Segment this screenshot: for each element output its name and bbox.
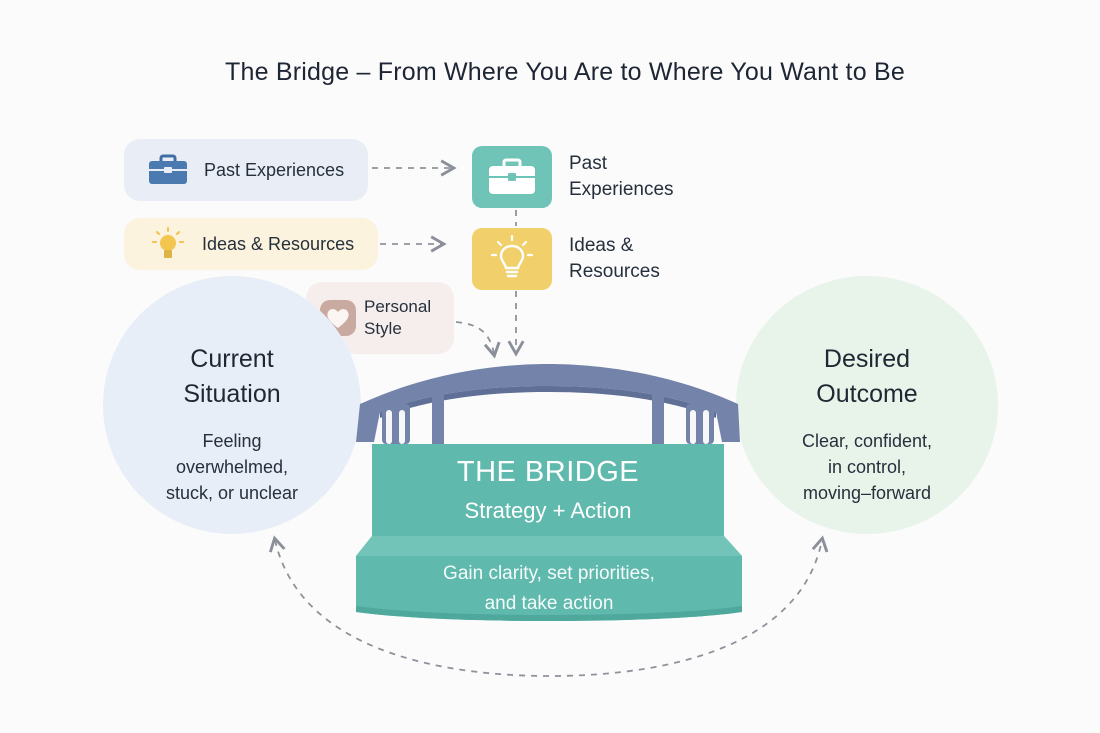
lightbulb-icon	[490, 234, 534, 278]
input-personal-style-label: Personal Style	[364, 297, 432, 338]
lightbulb-icon	[146, 227, 190, 260]
input-personal-style: Personal Style	[306, 282, 454, 354]
input-ideas-resources: Ideas & Resources	[124, 218, 378, 270]
tile-ideas-resources	[472, 228, 552, 290]
tile-ideas-resources-label: Ideas & Resources	[569, 235, 660, 282]
current-situation-heading: Current Situation	[183, 345, 281, 408]
current-situation-description: Feeling overwhelmed, stuck, or unclear	[165, 431, 299, 503]
bridge-deck-base	[356, 536, 742, 621]
tile-past-experiences	[472, 146, 552, 208]
cycle-arrow	[269, 535, 829, 677]
diagram-title: The Bridge – From Where You Are to Where…	[225, 58, 905, 86]
bridge-deck-top	[372, 444, 724, 536]
bridge-title: THE BRIDGE	[456, 456, 640, 488]
current-situation-circle: Current Situation Feeling overwhelmed, s…	[103, 276, 361, 534]
bridge-subtitle: Strategy + Action	[464, 498, 632, 523]
desired-outcome-heading: Desired Outcome	[816, 345, 918, 408]
arrow-style-to-bridge	[455, 321, 501, 359]
input-ideas-resources-label: Ideas & Resources	[202, 233, 355, 254]
briefcase-icon	[489, 158, 535, 194]
input-past-experiences-label: Past Experiences	[204, 159, 345, 180]
bridge-arch	[356, 364, 740, 442]
briefcase-icon	[146, 154, 190, 186]
desired-outcome-circle: Desired Outcome Clear, confident, in con…	[736, 276, 998, 534]
tile-past-experiences-label: Past Experiences	[569, 153, 674, 200]
bridge-description: Gain clarity, set priorities, and take a…	[443, 563, 655, 614]
desired-outcome-description: Clear, confident, in control, moving–for…	[801, 431, 933, 503]
input-past-experiences: Past Experiences	[124, 139, 368, 201]
